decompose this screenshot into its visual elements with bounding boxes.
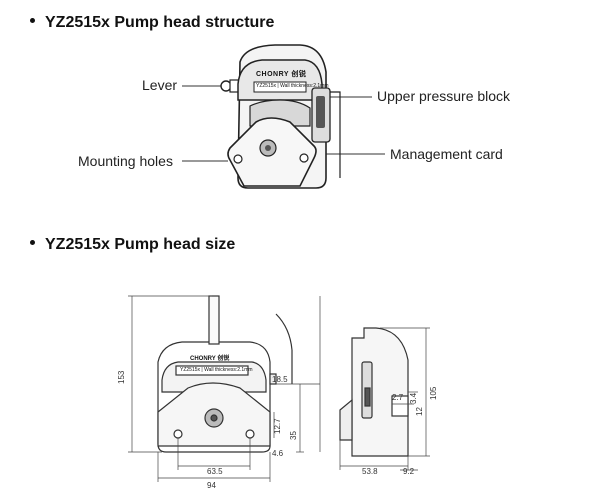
callout-upper-pressure-block: Upper pressure block xyxy=(377,88,511,104)
structure-note-text: Wall thickness:2.1mm xyxy=(280,83,329,89)
dim-hole-offset: 4.6 xyxy=(272,449,284,458)
dim-hole-height: 35 xyxy=(289,431,298,440)
callout-lever: Lever xyxy=(142,77,178,93)
structure-heading: YZ2515x Pump head structure xyxy=(30,14,274,32)
size-model-label: YZ2515x | Wall thickness:2.1mm xyxy=(180,367,253,373)
dim-side-b: 3.4 xyxy=(409,392,418,404)
size-brand-label: CHONRY 创锐 xyxy=(190,353,229,362)
dim-side-depth: 53.8 xyxy=(362,467,378,476)
dim-hole-gap: 12.7 xyxy=(273,418,282,434)
bullet-icon xyxy=(30,240,35,246)
size-brand-text: CHONRY xyxy=(190,356,216,362)
dim-side-flange: 9.2 xyxy=(403,467,415,476)
callout-management-card: Management card xyxy=(390,146,503,162)
dim-side-c: 12 xyxy=(415,407,424,416)
size-brand-cn: 创锐 xyxy=(217,356,230,362)
dim-side-height: 105 xyxy=(429,386,438,400)
structure-brand-label: CHONRY 创锐 xyxy=(256,69,306,79)
size-note-text: Wall thickness:2.1mm xyxy=(204,367,253,373)
dim-hole-spacing: 63.5 xyxy=(207,467,223,476)
structure-brand-cn: 创锐 xyxy=(291,71,307,78)
structure-model-label: YZ2515x | Wall thickness:2.1mm xyxy=(256,83,329,89)
structure-model-text: YZ2515x xyxy=(256,83,277,89)
dim-height-total: 153 xyxy=(117,370,126,384)
dim-side-a: 2.7 xyxy=(392,393,404,402)
dim-lever-offset: 18.5 xyxy=(272,375,288,384)
size-heading: YZ2515x Pump head size xyxy=(30,236,235,254)
bullet-icon xyxy=(30,18,35,24)
structure-brand-text: CHONRY xyxy=(256,71,289,78)
structure-heading-text: YZ2515x Pump head structure xyxy=(45,14,275,31)
size-heading-text: YZ2515x Pump head size xyxy=(45,236,236,253)
callout-mounting-holes: Mounting holes xyxy=(78,153,173,169)
size-model-text: YZ2515x xyxy=(180,367,201,373)
dim-width-total: 94 xyxy=(207,481,216,490)
